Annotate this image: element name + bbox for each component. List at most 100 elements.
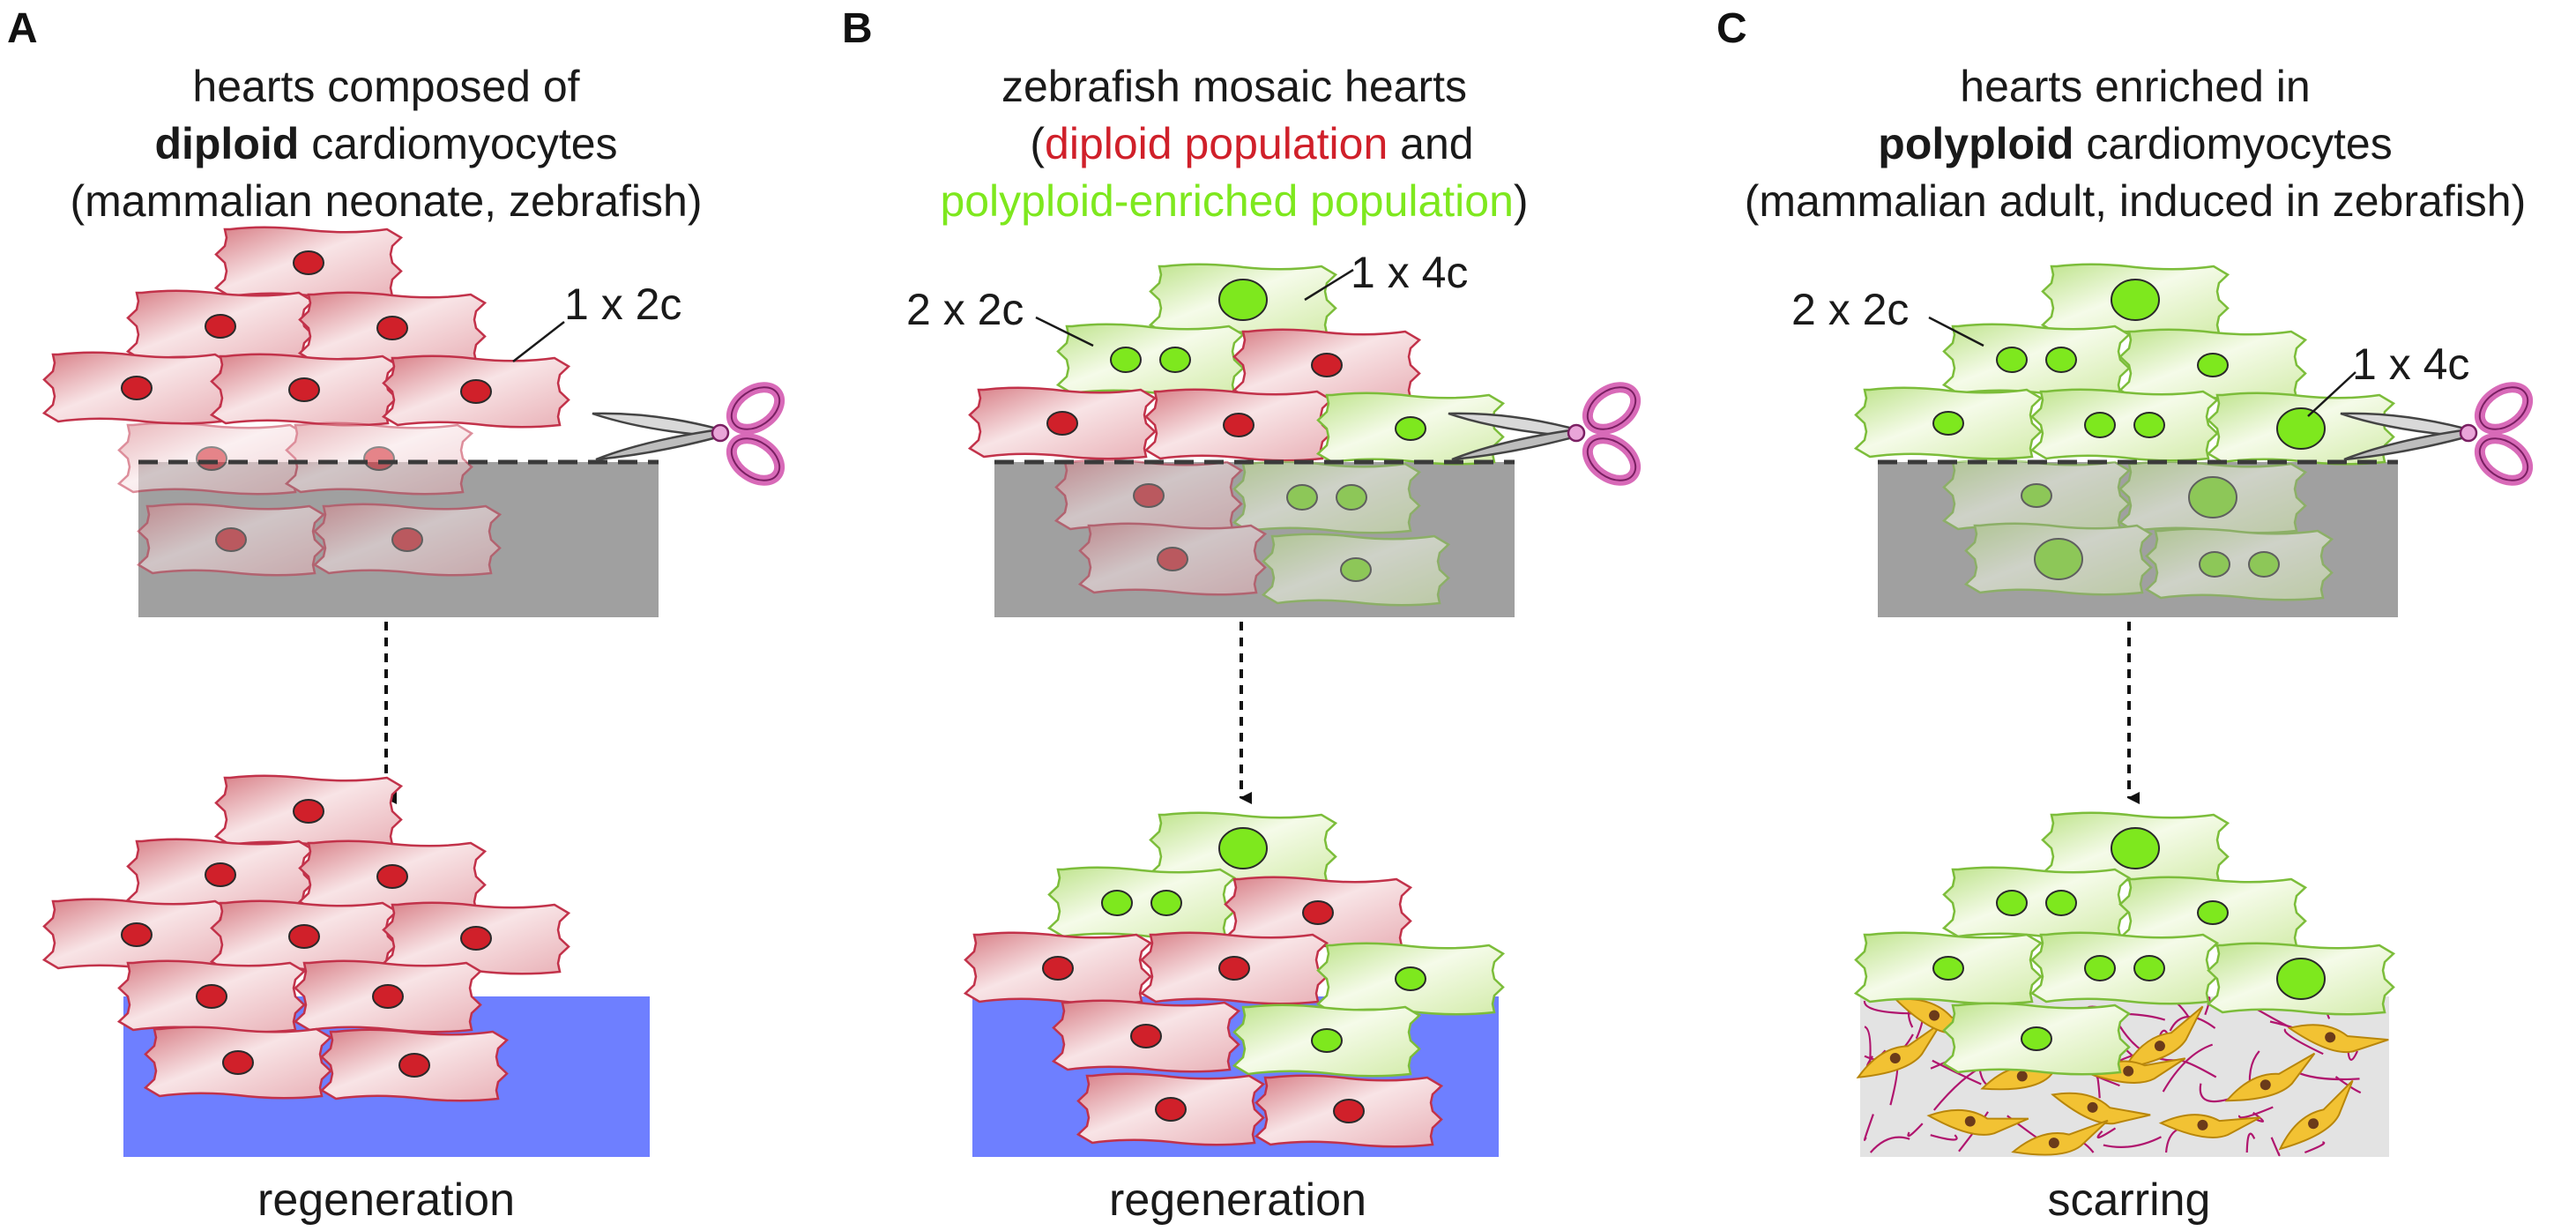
nucleus bbox=[376, 864, 408, 889]
fibroblast-icon bbox=[2287, 1024, 2389, 1054]
cardiomyocyte-icon bbox=[1853, 931, 2044, 1005]
panel-a-title-line1: hearts composed of bbox=[192, 62, 579, 111]
nucleus bbox=[2133, 955, 2165, 981]
panel-c: C hearts enriched in polyploid cardiomyo… bbox=[1716, 5, 2534, 1226]
nucleus bbox=[2197, 353, 2229, 377]
nucleus bbox=[205, 314, 236, 339]
cardiomyocyte-icon bbox=[209, 353, 399, 427]
cardiomyocyte-icon bbox=[312, 503, 503, 577]
nucleus bbox=[2045, 890, 2077, 916]
nucleus bbox=[376, 316, 408, 340]
cardiomyocyte-icon bbox=[2118, 328, 2308, 402]
cardiomyocyte-icon bbox=[2118, 460, 2308, 534]
nucleus bbox=[372, 984, 404, 1009]
collagen-fiber bbox=[2347, 1050, 2359, 1061]
fibroblast-icon bbox=[1926, 1108, 2029, 1136]
cardiomyocyte-icon bbox=[116, 959, 307, 1033]
nucleus bbox=[1130, 1024, 1162, 1048]
nucleus bbox=[1311, 353, 1343, 377]
nucleus bbox=[2045, 347, 2077, 373]
nucleus bbox=[1159, 347, 1191, 373]
nucleus bbox=[2248, 551, 2280, 578]
cardiomyocyte-icon bbox=[963, 931, 1153, 1005]
collagen-fiber bbox=[2238, 1106, 2274, 1119]
cardiomyocyte-icon bbox=[1148, 263, 1338, 337]
cardiomyocyte-icon bbox=[1853, 386, 2044, 460]
panel-letter-b: B bbox=[842, 5, 873, 52]
nucleus bbox=[1395, 966, 1426, 991]
nucleus bbox=[2276, 958, 2326, 1000]
nucleus bbox=[1395, 416, 1426, 441]
cardiomyocyte-icon bbox=[1254, 1074, 1444, 1148]
fibroblast-icon bbox=[2224, 1052, 2316, 1102]
cell-layer-faded bbox=[1053, 459, 1451, 607]
nucleus bbox=[1133, 483, 1165, 508]
panel-a-title-bold: diploid bbox=[154, 119, 299, 168]
fibroblast-icon bbox=[2011, 1119, 2109, 1156]
cardiomyocyte-icon bbox=[1315, 942, 1506, 1016]
nucleus bbox=[1336, 484, 1367, 511]
callout-label-c2: 1 x 4c bbox=[2352, 339, 2469, 389]
nucleus bbox=[288, 377, 320, 402]
fibroblast-icon bbox=[2122, 1005, 2204, 1070]
cardiomyocyte-icon bbox=[1139, 931, 1329, 1005]
cardiomyocyte-icon bbox=[2206, 942, 2396, 1016]
cardiomyocyte-icon bbox=[284, 422, 474, 496]
cardiomyocyte-icon bbox=[1941, 323, 2132, 397]
nucleus bbox=[2133, 412, 2165, 438]
nucleus bbox=[293, 799, 324, 824]
cardiomyocyte-icon bbox=[41, 898, 232, 972]
nucleus bbox=[363, 446, 395, 471]
nucleus bbox=[1996, 347, 2028, 373]
nucleus bbox=[205, 862, 236, 887]
callout-leader-a bbox=[512, 321, 565, 362]
collagen-fiber bbox=[2270, 1137, 2281, 1157]
panel-b-title-line3: polyploid-enriched population) bbox=[940, 176, 1528, 226]
cardiomyocyte-icon bbox=[297, 839, 488, 914]
panel-a-title-line3: (mammalian neonate, zebrafish) bbox=[71, 176, 703, 226]
cardiomyocyte-icon bbox=[1055, 323, 1246, 397]
nucleus bbox=[2084, 955, 2116, 981]
cardiomyocyte-icon bbox=[319, 1028, 510, 1102]
nucleus bbox=[288, 924, 320, 949]
collagen-fiber bbox=[2096, 1127, 2117, 1138]
nucleus bbox=[1302, 900, 1334, 925]
collagen-fiber bbox=[2245, 1132, 2256, 1153]
polyploid-population-label: polyploid-enriched population bbox=[940, 176, 1513, 226]
nucleus bbox=[1150, 890, 1182, 916]
nucleus bbox=[2111, 827, 2160, 869]
cell-layer bbox=[41, 774, 571, 1102]
panel-b-bottom-diagram bbox=[963, 811, 1506, 1157]
panel-c-bottom-diagram bbox=[1853, 811, 2396, 1157]
cardiomyocyte-icon bbox=[143, 1026, 333, 1100]
callout-label-a: 1 x 2c bbox=[564, 280, 681, 329]
scissors-icon bbox=[1448, 382, 1642, 486]
panel-a-top-diagram: 1 x 2c bbox=[41, 226, 785, 617]
diploid-population-label: diploid population bbox=[1045, 119, 1388, 168]
fibroblast-icon bbox=[2278, 1079, 2354, 1151]
cardiomyocyte-icon bbox=[381, 901, 571, 975]
cell-layer bbox=[963, 811, 1506, 1148]
cardiomyocyte-icon bbox=[125, 289, 316, 363]
nucleus bbox=[2021, 1026, 2052, 1051]
panel-a-title-line2: diploid cardiomyocytes bbox=[154, 119, 617, 168]
cardiomyocyte-icon bbox=[1143, 388, 1334, 462]
cardiomyocyte-icon bbox=[125, 838, 316, 912]
panel-c-title-line1: hearts enriched in bbox=[1960, 62, 2310, 111]
cardiomyocyte-icon bbox=[1076, 1072, 1266, 1146]
nucleus bbox=[293, 250, 324, 275]
fibroblast-icon bbox=[2158, 1114, 2261, 1138]
collagen-fiber bbox=[2169, 1016, 2216, 1032]
callout-label-b2: 1 x 4c bbox=[1351, 248, 1468, 297]
nucleus bbox=[1218, 956, 1250, 981]
cell-layer bbox=[967, 263, 1506, 466]
cardiomyocyte-icon bbox=[2144, 527, 2334, 601]
panel-b: B zebrafish mosaic hearts (diploid popul… bbox=[842, 5, 1642, 1226]
nucleus bbox=[1932, 411, 1964, 436]
nucleus bbox=[398, 1053, 430, 1078]
nucleus bbox=[391, 527, 423, 552]
nucleus bbox=[1218, 827, 1268, 869]
nucleus bbox=[1155, 1097, 1187, 1122]
nucleus bbox=[196, 984, 227, 1009]
nucleus bbox=[1101, 890, 1133, 916]
